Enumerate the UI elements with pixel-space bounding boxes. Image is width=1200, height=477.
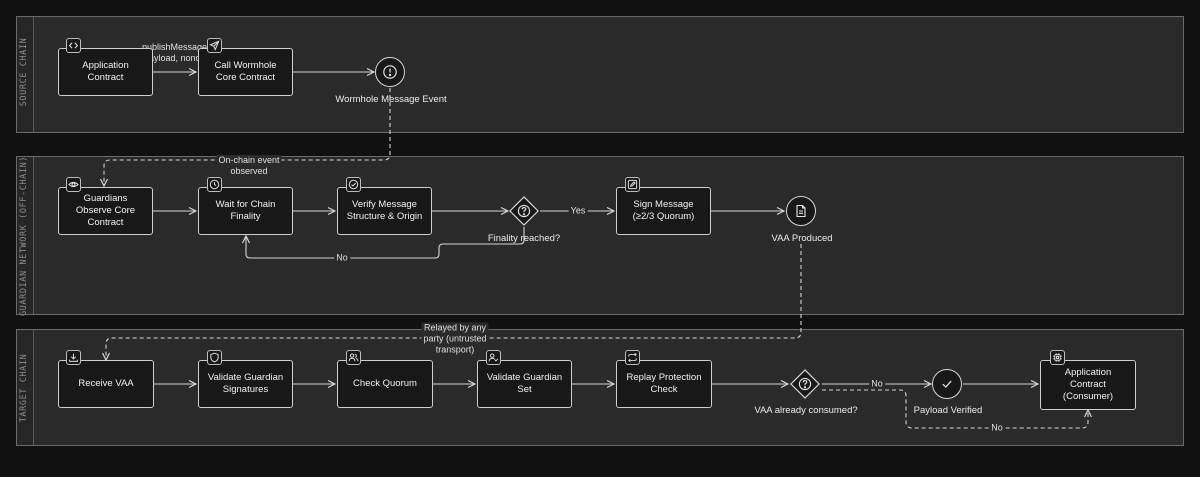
clock-icon [207,177,222,192]
check-icon [942,380,952,388]
label-payload-verified: Payload Verified [913,405,983,416]
edge-label-relayed: Relayed by any party (untrusted transpor… [421,322,489,356]
node-consumed-decision[interactable] [790,369,820,399]
download-icon [66,350,81,365]
node-application-contract[interactable]: Application Contract [58,48,153,96]
label-consumed-decision: VAA already consumed? [754,405,858,416]
eye-icon [66,177,81,192]
user-check-icon [486,350,501,365]
edge-decision-no-wait [246,227,525,259]
check-circle-icon [346,177,361,192]
code-icon [66,38,81,53]
edge-label-observed: On-chain event observed [216,155,282,177]
node-guardians-observe[interactable]: Guardians Observe Core Contract [58,187,153,235]
label-vaa-produced: VAA Produced [771,233,833,244]
node-vaa-produced[interactable] [786,196,816,226]
edge-vaa-to-receive [106,244,802,360]
node-sign-message[interactable]: Sign Message (≥2/3 Quorum) [616,187,711,235]
edge-label-publish: publishMessage( payload, nonce) [139,42,213,64]
edge-label-yes: Yes [568,205,588,217]
node-wait-finality[interactable]: Wait for Chain Finality [198,187,293,235]
label-finality-decision: Finality reached? [487,233,561,244]
chip-icon [1050,350,1065,365]
question-icon [798,377,812,391]
node-finality-decision[interactable] [509,196,539,226]
repeat-icon [625,350,640,365]
pen-icon [625,177,640,192]
node-validate-guardian-set[interactable]: Validate Guardian Set [477,360,572,408]
question-icon [517,204,531,218]
node-call-core-contract[interactable]: Call Wormhole Core Contract [198,48,293,96]
shield-icon [207,350,222,365]
node-check-quorum[interactable]: Check Quorum [337,360,433,408]
node-application-consumer[interactable]: Application Contract (Consumer) [1040,360,1136,410]
document-icon [796,204,806,218]
node-message-event[interactable] [375,57,405,87]
edge-label-no-consumed: No [869,378,885,390]
edge-label-no-bottom: No [989,422,1005,434]
users-icon [346,350,361,365]
node-verify-message[interactable]: Verify Message Structure & Origin [337,187,432,235]
node-payload-verified[interactable] [932,369,962,399]
edge-label-no-finality: No [334,252,350,264]
send-icon [207,38,222,53]
node-receive-vaa[interactable]: Receive VAA [58,360,154,408]
label-message-event: Wormhole Message Event [335,94,447,105]
node-replay-protection[interactable]: Replay Protection Check [616,360,712,408]
alert-circle-icon [383,65,397,79]
node-validate-signatures[interactable]: Validate Guardian Signatures [198,360,293,408]
